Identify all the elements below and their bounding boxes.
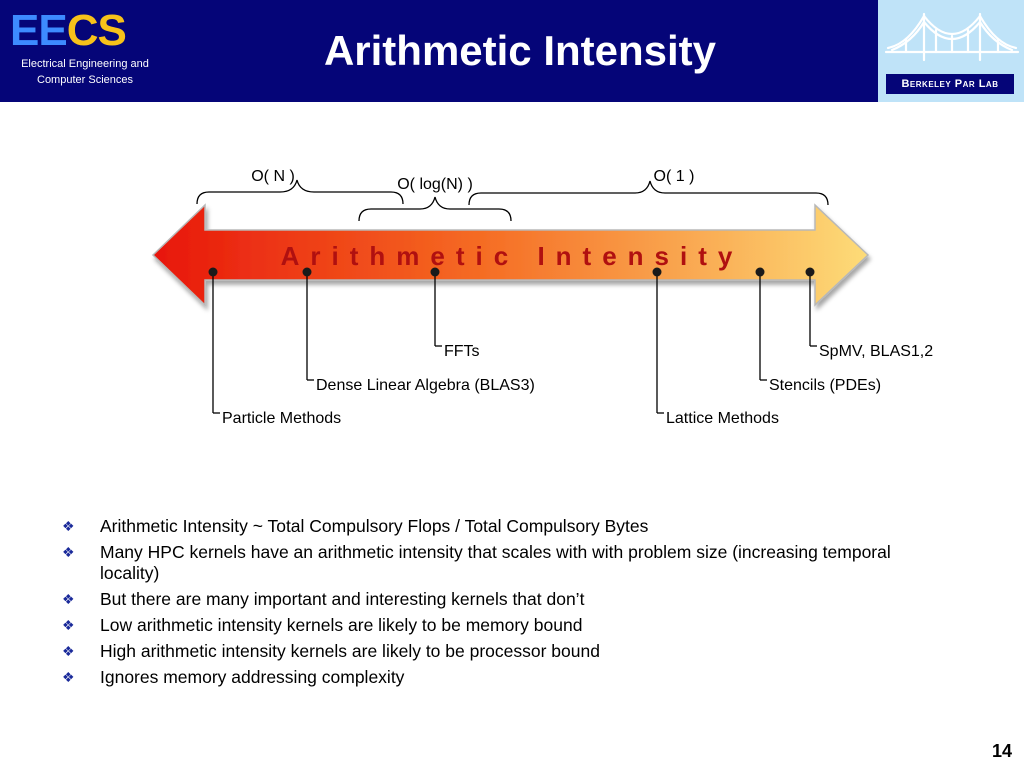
- bullet-text: Ignores memory addressing complexity: [100, 667, 405, 687]
- bullet-item: ❖ Ignores memory addressing complexity: [62, 667, 942, 688]
- kernel-label-particle: Particle Methods: [222, 410, 341, 427]
- bullet-item: ❖ Many HPC kernels have an arithmetic int…: [62, 542, 942, 584]
- bracket-label-on: O( N ): [251, 168, 295, 185]
- eecs-logo-line2: Computer Sciences: [37, 74, 133, 86]
- bullet-item: ❖ Low arithmetic intensity kernels are li…: [62, 615, 942, 636]
- eecs-logo-mark: EECS: [10, 6, 127, 56]
- four-diamond-icon: ❖: [62, 643, 75, 659]
- bullet-text: But there are many important and interes…: [100, 589, 585, 609]
- eecs-logo: EECS Electrical Engineering and Computer…: [0, 0, 170, 102]
- bullet-text: High arithmetic intensity kernels are li…: [100, 641, 600, 661]
- curly-brace-ologn: [358, 196, 512, 222]
- bracket-label-ologn: O( log(N) ): [397, 176, 473, 193]
- eecs-logo-line1: Electrical Engineering and: [21, 58, 149, 70]
- par-lab-label: Berkeley Par Lab: [886, 74, 1014, 94]
- kernel-marker-particle: [208, 267, 218, 277]
- four-diamond-icon: ❖: [62, 591, 75, 607]
- kernel-label-lattice: Lattice Methods: [666, 410, 779, 427]
- curly-brace-o1: [468, 180, 829, 206]
- bullet-item: ❖ High arithmetic intensity kernels are l…: [62, 641, 942, 662]
- bullet-text: Low arithmetic intensity kernels are lik…: [100, 615, 583, 635]
- kernel-leader-lines: [212, 272, 817, 414]
- four-diamond-icon: ❖: [62, 544, 75, 560]
- slide-title: Arithmetic Intensity: [323, 27, 717, 74]
- page-number: 14: [991, 741, 1012, 761]
- bracket-label-o1: O( 1 ): [654, 168, 695, 185]
- kernel-marker-stencils: [755, 267, 765, 277]
- arrow-label: Arithmetic Intensity: [281, 241, 744, 271]
- kernel-marker-dense: [302, 267, 312, 277]
- bullet-item: ❖ Arithmetic Intensity ~ Total Compulsory…: [62, 516, 942, 537]
- kernel-marker-lattice: [652, 267, 662, 277]
- eecs-logo-ee: EE: [10, 6, 68, 55]
- title-bar: EECS Electrical Engineering and Computer…: [0, 0, 1024, 102]
- kernel-marker-spmv: [805, 267, 815, 277]
- four-diamond-icon: ❖: [62, 669, 75, 685]
- four-diamond-icon: ❖: [62, 518, 75, 534]
- kernel-label-ffts: FFTs: [444, 343, 480, 360]
- four-diamond-icon: ❖: [62, 617, 75, 633]
- bullet-list: ❖ Arithmetic Intensity ~ Total Compulsory…: [62, 516, 942, 693]
- eecs-logo-cs: CS: [66, 6, 127, 55]
- kernel-label-spmv: SpMV, BLAS1,2: [819, 343, 933, 360]
- bridge-icon: [884, 12, 1020, 62]
- arithmetic-intensity-diagram: O( N ) O( log(N) ) O( 1 ) Arithmetic Int…: [0, 150, 1024, 450]
- kernel-label-stencils: Stencils (PDEs): [769, 377, 881, 394]
- par-lab-logo: Berkeley Par Lab: [878, 0, 1024, 102]
- kernel-label-dense: Dense Linear Algebra (BLAS3): [316, 377, 535, 394]
- kernel-marker-ffts: [430, 267, 440, 277]
- bullet-item: ❖ But there are many important and intere…: [62, 589, 942, 610]
- curly-brace-on: [196, 179, 404, 205]
- intensity-arrow: [151, 203, 870, 307]
- bullet-text: Arithmetic Intensity ~ Total Compulsory …: [100, 516, 649, 536]
- bullet-text: Many HPC kernels have an arithmetic inte…: [100, 542, 891, 583]
